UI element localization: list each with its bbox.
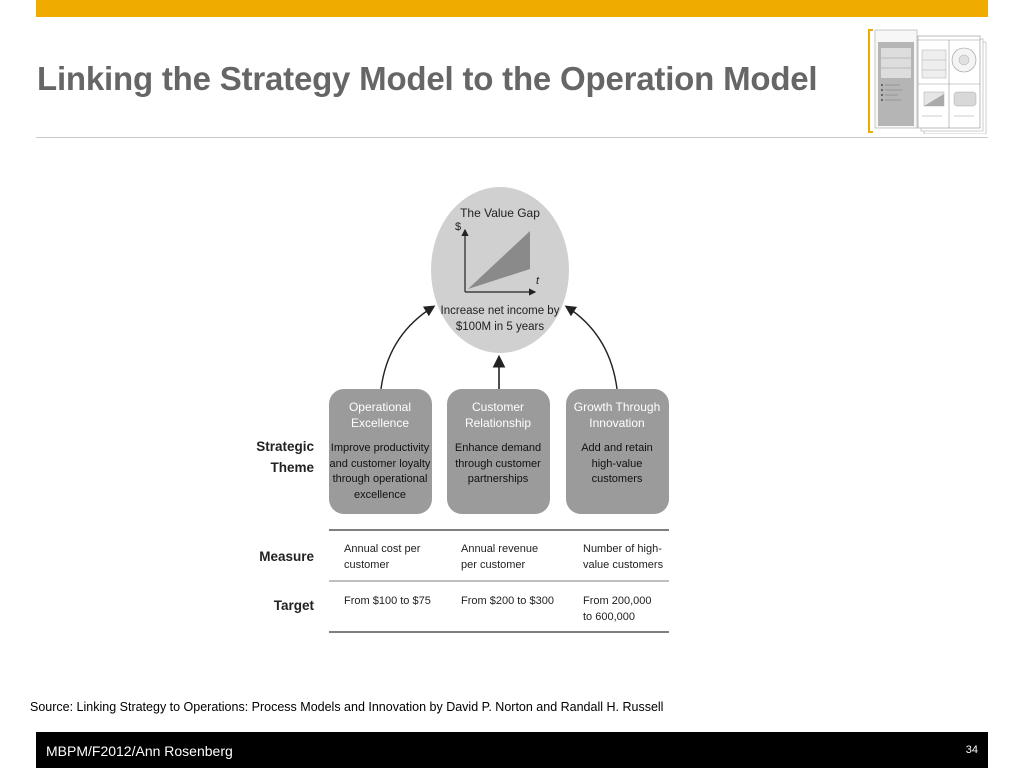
theme-body-line: excellence bbox=[354, 489, 406, 501]
measure-label: Measure bbox=[259, 549, 314, 564]
strategy-diagram: The Value Gap $ t Increase net income by… bbox=[256, 187, 669, 633]
theme-body-line: Enhance demand bbox=[455, 442, 541, 454]
title-divider bbox=[36, 137, 988, 138]
theme-body-line: partnerships bbox=[468, 473, 529, 485]
y-axis-label: $ bbox=[455, 221, 461, 233]
theme-title-line: Customer bbox=[472, 400, 524, 414]
theme-title-line: Innovation bbox=[589, 416, 644, 430]
strategic-theme-label-line1: Strategic bbox=[256, 439, 314, 454]
theme-box bbox=[447, 389, 550, 514]
slide-title: Linking the Strategy Model to the Operat… bbox=[37, 60, 818, 97]
target-cell-line: From 200,000 bbox=[583, 595, 651, 607]
top-accent-bar bbox=[36, 0, 988, 17]
target-label: Target bbox=[274, 598, 315, 613]
value-gap-title: The Value Gap bbox=[460, 206, 540, 220]
page-number: 34 bbox=[965, 744, 978, 756]
strategic-theme-label-line2: Theme bbox=[270, 460, 314, 475]
theme-title-line: Excellence bbox=[351, 416, 409, 430]
source-citation: Source: Linking Strategy to Operations: … bbox=[30, 700, 664, 714]
measure-cell-line: value customers bbox=[583, 559, 664, 571]
theme-body-line: through customer bbox=[455, 458, 541, 470]
theme-body-line: through operational bbox=[333, 473, 428, 485]
arrow-left bbox=[380, 305, 436, 390]
measure-cell-line: customer bbox=[344, 559, 390, 571]
target-cell-line: From $100 to $75 bbox=[344, 595, 431, 607]
measure-cell-line: Annual cost per bbox=[344, 543, 421, 555]
target-cell-line: to 600,000 bbox=[583, 611, 635, 623]
theme-operational-excellence: Operational Excellence Improve productiv… bbox=[329, 389, 432, 514]
model-thumbnail-image bbox=[868, 29, 987, 134]
theme-growth-through-innovation: Growth Through Innovation Add and retain… bbox=[566, 389, 669, 514]
footer-bar: MBPM/F2012/Ann Rosenberg 34 bbox=[36, 732, 988, 768]
theme-box bbox=[329, 389, 432, 514]
theme-box bbox=[566, 389, 669, 514]
measure-cell-line: Number of high- bbox=[583, 543, 662, 555]
theme-body-line: high-value bbox=[592, 458, 643, 470]
x-axis-label: t bbox=[536, 275, 540, 287]
theme-body-line: Add and retain bbox=[581, 442, 653, 454]
target-cell-line: From $200 to $300 bbox=[461, 595, 554, 607]
theme-body-line: customers bbox=[592, 473, 643, 485]
theme-body-line: and customer loyalty bbox=[330, 458, 431, 470]
arrow-right bbox=[564, 305, 618, 390]
value-gap-wedge bbox=[468, 231, 530, 289]
theme-customer-relationship: Customer Relationship Enhance demand thr… bbox=[447, 389, 550, 514]
measure-cell-line: Annual revenue bbox=[461, 543, 538, 555]
theme-body-line: Improve productivity bbox=[331, 442, 430, 454]
value-gap-caption-line2: $100M in 5 years bbox=[456, 321, 544, 333]
value-gap-caption-line1: Increase net income by bbox=[441, 305, 560, 317]
measure-cell-line: per customer bbox=[461, 559, 526, 571]
theme-title-line: Relationship bbox=[465, 416, 531, 430]
theme-title-line: Operational bbox=[349, 400, 411, 414]
theme-title-line: Growth Through bbox=[574, 400, 661, 414]
footer-author: MBPM/F2012/Ann Rosenberg bbox=[46, 743, 233, 759]
